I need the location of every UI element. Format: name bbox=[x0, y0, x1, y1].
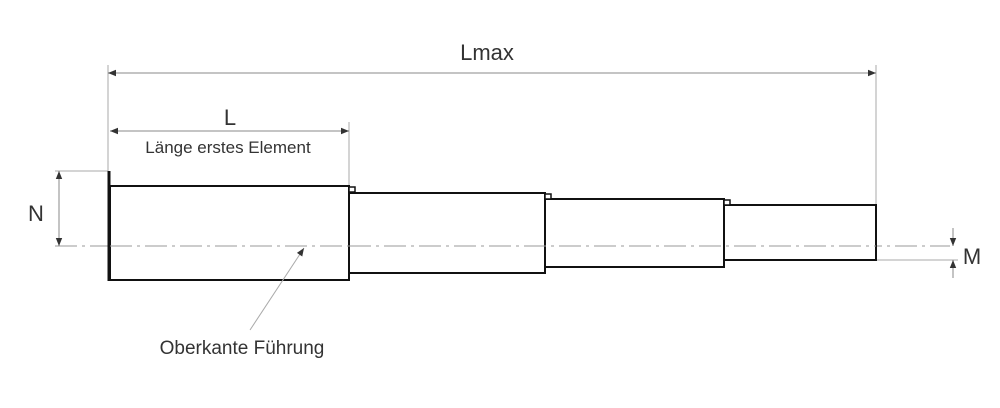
lmax-label: Lmax bbox=[460, 40, 514, 65]
tube-4 bbox=[723, 204, 877, 261]
l-caption: Länge erstes Element bbox=[145, 138, 311, 157]
m-label: M bbox=[963, 244, 981, 269]
extension-lines bbox=[55, 65, 958, 261]
tube-sections bbox=[109, 185, 877, 281]
leader-label: Oberkante Führung bbox=[160, 338, 325, 359]
n-label: N bbox=[28, 201, 44, 226]
leader-line bbox=[249, 247, 305, 331]
tube-1 bbox=[109, 185, 350, 281]
tube-3 bbox=[544, 198, 725, 268]
l-label: L bbox=[224, 105, 236, 130]
tube-2 bbox=[348, 192, 546, 274]
